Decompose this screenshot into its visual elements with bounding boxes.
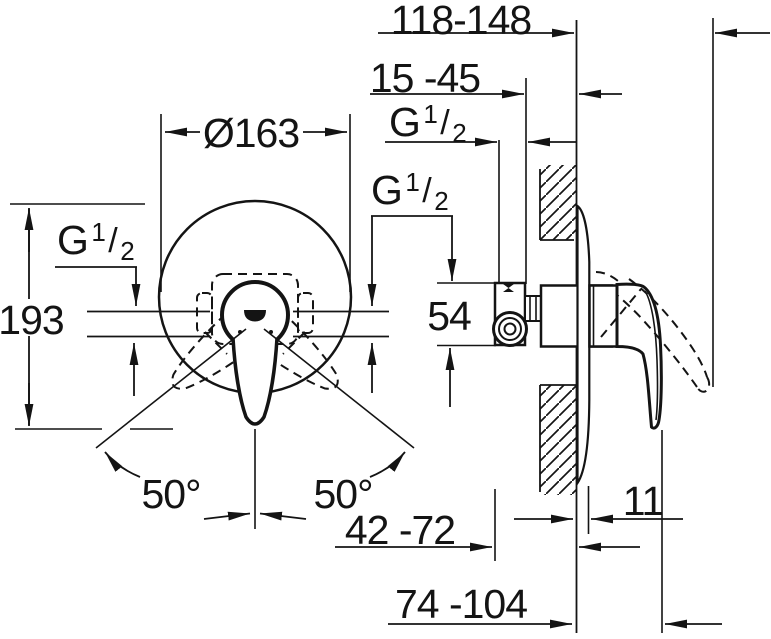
dim-body-height — [437, 282, 496, 407]
dimension-labels: 118-148 15 -45 Ø163 193 54 50° 50° 42 -7… — [0, 0, 664, 627]
lever-side — [615, 282, 663, 430]
thread-label-2-leader — [371, 215, 457, 281]
thread-label-2: G 1 / 2 — [371, 167, 448, 216]
label-top-depth: 118-148 — [391, 0, 532, 43]
dim-plate-thickness — [514, 486, 683, 534]
lever-grip — [231, 337, 279, 426]
lever-dashed-side — [595, 271, 711, 393]
thread-label-3: G 1 / 2 — [57, 217, 134, 266]
angle-construction-lines — [95, 328, 415, 529]
cartridge-cap-dashed — [196, 273, 314, 355]
supply-stub — [498, 78, 527, 284]
front-view — [10, 114, 415, 529]
label-max-protrusion: 74 -104 — [395, 581, 527, 627]
side-view — [335, 18, 770, 633]
wall-hatch-upper — [540, 165, 577, 240]
pipe-lines — [87, 310, 389, 338]
lever-dashed-positions — [171, 312, 339, 390]
knob-mark — [244, 310, 266, 322]
wall-hatch-lower — [540, 385, 577, 495]
dim-min-protrusion — [335, 489, 640, 561]
label-plate-thickness: 11 — [623, 478, 664, 524]
thread-label-1: G 1 / 2 — [389, 99, 466, 148]
label-recess-depth: 15 -45 — [370, 55, 480, 101]
lever-side-inner-line — [644, 290, 659, 421]
connection-nut — [524, 295, 542, 322]
label-plate-diameter: Ø163 — [203, 110, 299, 156]
label-angle-right: 50° — [313, 471, 372, 517]
thread-pointer-left — [55, 266, 141, 396]
rough-in-body — [492, 281, 542, 347]
dim-diameter — [160, 114, 351, 292]
label-min-protrusion: 42 -72 — [345, 507, 455, 553]
label-body-height: 54 — [427, 293, 471, 339]
inlet-port — [492, 311, 528, 347]
label-angle-left: 50° — [141, 471, 200, 517]
label-height: 193 — [0, 297, 64, 343]
angle-dimension-arrows — [104, 451, 406, 521]
dim-height — [10, 203, 145, 426]
body-top-mark — [503, 284, 514, 292]
escutcheon-side — [576, 203, 591, 487]
